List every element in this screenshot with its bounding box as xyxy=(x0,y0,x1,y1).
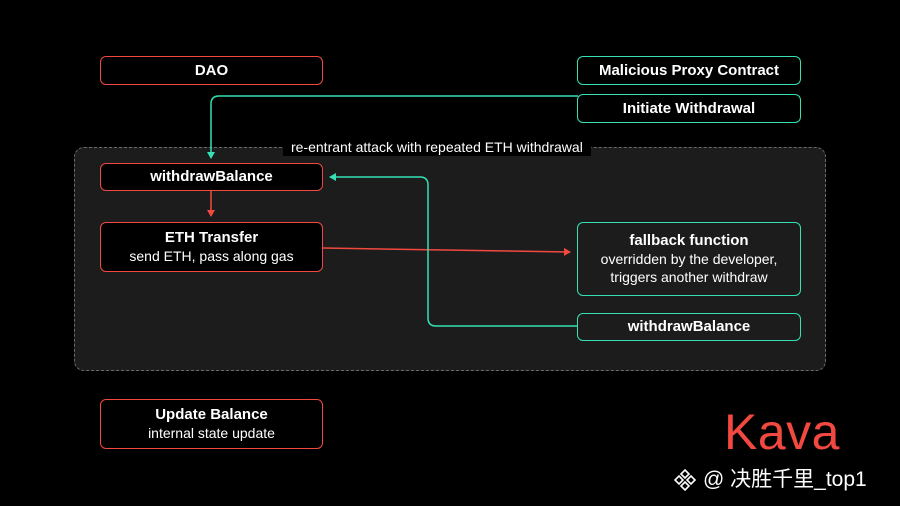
initiate-withdrawal-box: Initiate Withdrawal xyxy=(577,94,801,123)
fallback-line2: triggers another withdraw xyxy=(610,269,768,285)
withdraw-balance-box-right: withdrawBalance xyxy=(577,313,801,341)
eth-transfer-box: ETH Transfer send ETH, pass along gas xyxy=(100,222,323,272)
arrow-transfer-to-fallback xyxy=(322,247,571,256)
update-balance-box: Update Balance internal state update xyxy=(100,399,323,449)
dao-title: DAO xyxy=(194,61,229,79)
fallback-title: fallback function xyxy=(629,232,749,249)
withdraw-right-title: withdrawBalance xyxy=(627,318,751,335)
region-label: re-entrant attack with repeated ETH with… xyxy=(283,138,591,156)
watermark: @ 决胜千里_top1 xyxy=(672,467,867,493)
malicious-proxy-box: Malicious Proxy Contract xyxy=(577,56,801,85)
dao-box: DAO xyxy=(100,56,323,85)
arrow-reentry-loop xyxy=(329,173,578,327)
kava-logo: Kava xyxy=(724,404,840,460)
fallback-line1: overridden by the developer, xyxy=(600,251,778,267)
watermark-text: @ 决胜千里_top1 xyxy=(703,468,867,491)
withdraw-left-title: withdrawBalance xyxy=(150,168,273,185)
eth-transfer-subtitle: send ETH, pass along gas xyxy=(129,248,294,264)
update-title: Update Balance xyxy=(155,406,268,423)
withdraw-balance-box-left: withdrawBalance xyxy=(100,163,323,191)
eth-transfer-title: ETH Transfer xyxy=(164,229,259,246)
update-subtitle: internal state update xyxy=(148,425,275,441)
arrow-initiate-to-withdraw xyxy=(207,95,578,159)
fallback-function-box: fallback function overridden by the deve… xyxy=(577,222,801,296)
proxy-title: Malicious Proxy Contract xyxy=(598,61,780,79)
initiate-title: Initiate Withdrawal xyxy=(622,99,756,117)
binance-diamond-icon xyxy=(673,468,697,492)
